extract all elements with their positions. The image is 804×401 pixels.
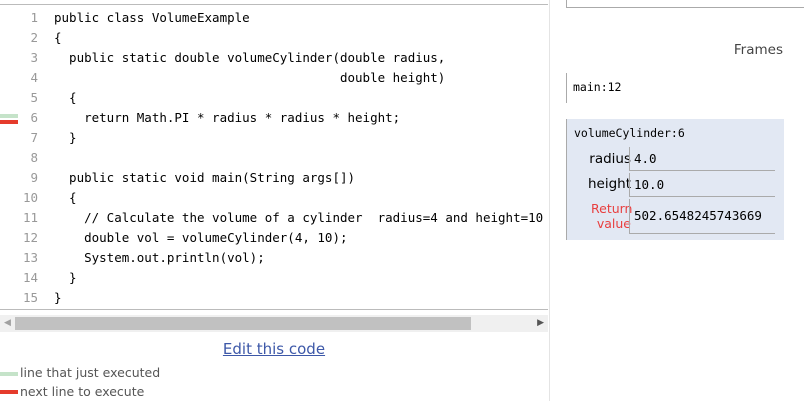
line-number: 10 xyxy=(22,190,38,205)
line-number: 6 xyxy=(30,110,38,125)
return-value: 502.6548245743669 xyxy=(629,199,775,234)
horizontal-scrollbar[interactable]: ◀ ▶ xyxy=(0,315,548,332)
line-number: 12 xyxy=(22,230,38,245)
line-number: 4 xyxy=(30,70,38,85)
var-name-radius: radius xyxy=(589,151,631,167)
line-number: 11 xyxy=(22,210,38,225)
legend-just-executed: line that just executed xyxy=(20,365,161,380)
code-line: 4 double height) xyxy=(0,68,548,88)
code-text: public static void main(String args[]) xyxy=(54,170,356,185)
code-line: 11 // Calculate the volume of a cylinder… xyxy=(0,208,548,228)
code-line: 2{ xyxy=(0,28,548,48)
code-text: // Calculate the volume of a cylinder ra… xyxy=(54,210,544,225)
line-number: 2 xyxy=(30,30,38,45)
scroll-left-icon[interactable]: ◀ xyxy=(4,318,11,328)
code-line: 9 public static void main(String args[]) xyxy=(0,168,548,188)
line-number: 3 xyxy=(30,50,38,65)
output-box xyxy=(566,0,804,8)
var-value-radius: 4.0 xyxy=(629,147,775,171)
code-text: return Math.PI * radius * radius * heigh… xyxy=(54,110,401,125)
code-line: 5 { xyxy=(0,88,548,108)
code-line: 3 public static double volumeCylinder(do… xyxy=(0,48,548,68)
frame-main: main:12 xyxy=(566,73,621,103)
edit-code-link[interactable]: Edit this code xyxy=(222,340,326,358)
line-number: 9 xyxy=(30,170,38,185)
next-line-arrow-icon xyxy=(0,120,18,124)
line-number: 8 xyxy=(30,150,38,165)
scrollbar-thumb[interactable] xyxy=(15,317,471,330)
code-text: { xyxy=(54,90,77,105)
frame-volume-cylinder: volumeCylinder:6 radius 4.0 height 10.0 … xyxy=(566,119,784,240)
just-executed-arrow-icon xyxy=(0,114,18,118)
code-text: public static double volumeCylinder(doub… xyxy=(54,50,446,65)
code-line: 13 System.out.println(vol); xyxy=(0,248,548,268)
return-label: Return value xyxy=(591,201,633,231)
code-line: 6 return Math.PI * radius * radius * hei… xyxy=(0,108,548,128)
code-line: 12 double vol = volumeCylinder(4, 10); xyxy=(0,228,548,248)
var-value-height: 10.0 xyxy=(629,173,775,197)
line-number: 1 xyxy=(30,10,38,25)
code-text: public class VolumeExample xyxy=(54,10,250,25)
code-line: 1 public class VolumeExample xyxy=(0,8,548,28)
code-line: 15} xyxy=(0,288,548,308)
var-name-height: height xyxy=(587,176,631,192)
code-text: double height) xyxy=(54,70,446,85)
legend-next-line: next line to execute xyxy=(20,384,145,399)
code-line: 14 } xyxy=(0,268,548,288)
code-line: 10 { xyxy=(0,188,548,208)
line-number: 14 xyxy=(22,270,38,285)
line-number: 13 xyxy=(22,250,38,265)
frame-title: volumeCylinder:6 xyxy=(574,126,685,140)
code-line: 7 } xyxy=(0,128,548,148)
code-text: } xyxy=(54,270,77,285)
line-number: 15 xyxy=(22,290,38,305)
code-text: { xyxy=(54,190,77,205)
code-text: } xyxy=(54,130,77,145)
code-text: double vol = volumeCylinder(4, 10); xyxy=(54,230,348,245)
divider xyxy=(549,0,550,401)
red-arrow-icon xyxy=(0,390,18,394)
code-line: 8 xyxy=(0,148,548,168)
line-number: 5 xyxy=(30,90,38,105)
code-text: System.out.println(vol); xyxy=(54,250,265,265)
scroll-right-icon[interactable]: ▶ xyxy=(537,318,544,328)
frames-heading: Frames xyxy=(733,42,783,58)
green-arrow-icon xyxy=(0,372,18,376)
line-number: 7 xyxy=(30,130,38,145)
code-text: } xyxy=(54,290,62,305)
code-text: { xyxy=(54,30,62,45)
